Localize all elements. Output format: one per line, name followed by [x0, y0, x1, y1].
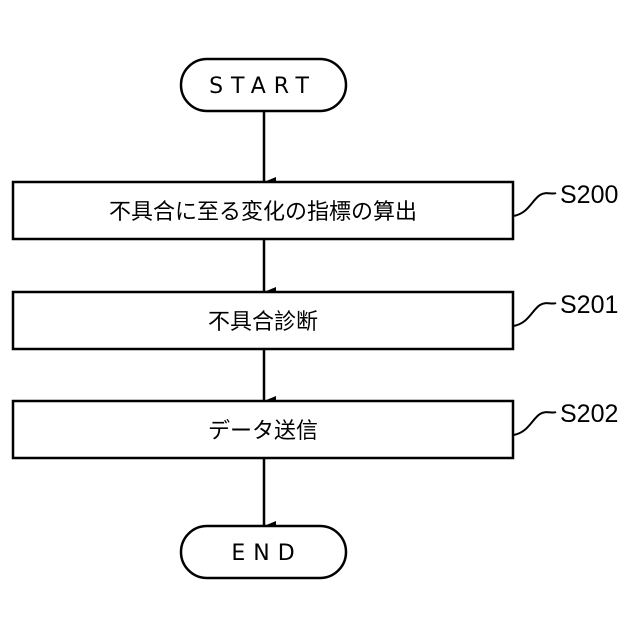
start-terminal: START: [181, 59, 346, 111]
process-box-s200: 不具合に至る変化の指標の算出: [13, 182, 513, 239]
end-terminal: END: [181, 526, 346, 578]
process-label-s201: 不具合診断: [208, 310, 318, 335]
leader-line-s201: [513, 303, 556, 326]
step-id-s201: S201: [560, 291, 618, 319]
process-box-s202: データ送信: [13, 401, 513, 458]
process-box-s201: 不具合診断: [13, 292, 513, 349]
end-label: END: [231, 541, 302, 566]
process-label-s202: データ送信: [208, 419, 318, 444]
step-id-s202: S202: [560, 400, 618, 428]
start-label: START: [209, 74, 317, 99]
leader-line-s200: [513, 193, 556, 216]
step-id-s200: S200: [560, 181, 618, 209]
process-label-s200: 不具合に至る変化の指標の算出: [109, 200, 417, 225]
leader-line-s202: [513, 412, 556, 435]
